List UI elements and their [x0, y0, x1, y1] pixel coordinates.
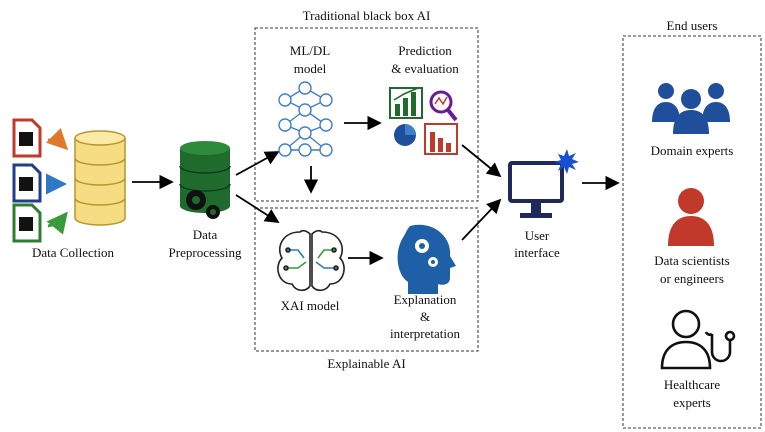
- document-icon-red: [12, 118, 42, 158]
- document-icon-blue: [12, 163, 42, 203]
- arrow-to-xai: [235, 194, 280, 223]
- data-scientists-label-2: or engineers: [660, 271, 724, 286]
- preprocessing-database-icon: [179, 141, 231, 219]
- traditional-ai-box: [254, 27, 479, 202]
- group-users-icon: [652, 83, 730, 134]
- neural-network-icon: [278, 81, 333, 157]
- prediction-label-1: Prediction: [398, 43, 452, 58]
- user-interface-label-1: User: [524, 228, 550, 243]
- end-users-title: End users: [666, 18, 718, 33]
- explainable-ai-box: [254, 207, 479, 352]
- explanation-label-2: &: [419, 309, 431, 324]
- data-preprocessing-label-2: Preprocessing: [168, 245, 242, 260]
- xai-model-label: XAI model: [280, 298, 340, 313]
- arrow-prediction-to-ui: [461, 144, 502, 178]
- arrow-doc-red: [45, 127, 69, 151]
- traditional-ai-title: Traditional black box AI: [302, 8, 431, 23]
- explainable-ai-title: Explainable AI: [327, 356, 406, 371]
- mldl-model-label-2: model: [293, 61, 327, 76]
- prediction-label-2: & evaluation: [391, 61, 459, 76]
- data-scientists-label-1: Data scientists: [654, 253, 730, 268]
- arrow-explanation-to-ui: [461, 198, 502, 241]
- xai-brain-icon: [277, 229, 345, 292]
- prediction-charts-icon: [389, 87, 458, 155]
- explanation-label-3: interpretation: [389, 326, 461, 341]
- mldl-model-label-1: ML/DL: [289, 43, 331, 58]
- domain-experts-label: Domain experts: [650, 143, 734, 158]
- healthcare-label-1: Healthcare: [663, 377, 721, 392]
- user-interface-label-2: interface: [514, 245, 560, 260]
- database-icon: [74, 130, 126, 226]
- monitor-icon: [508, 149, 579, 218]
- healthcare-label-2: experts: [673, 395, 711, 410]
- doctor-stethoscope-icon: [660, 309, 736, 370]
- user-icon-red: [668, 188, 714, 246]
- head-gears-icon: [397, 224, 456, 294]
- arrow-to-mldl: [235, 151, 280, 176]
- data-preprocessing-label-1: Data: [192, 227, 218, 242]
- document-icon-green: [12, 203, 42, 243]
- arrow-doc-green: [46, 211, 68, 235]
- data-collection-label: Data Collection: [32, 245, 114, 260]
- explanation-label-1: Explanation: [393, 292, 457, 307]
